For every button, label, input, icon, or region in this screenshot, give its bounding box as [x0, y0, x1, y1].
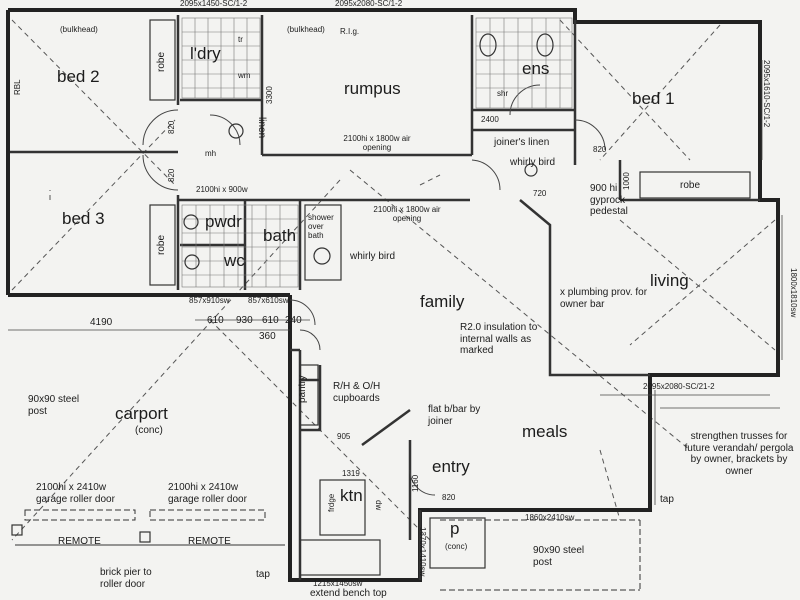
room-label-wc: wc	[224, 251, 245, 270]
joiners-linen-label: joiner's linen	[494, 137, 550, 148]
rig-label: R.I.g.	[340, 27, 360, 36]
room-label-carport: carport	[115, 404, 168, 423]
room-label-family: family	[420, 292, 465, 311]
laundry-tub-label: tr	[238, 35, 243, 44]
dim-4190: 4190	[90, 317, 113, 328]
carport-surface-label: (conc)	[135, 425, 163, 436]
room-label-kitchen: ktn	[340, 486, 363, 505]
manhole-label: mh	[205, 149, 217, 158]
porch-surface-label: (conc)	[445, 542, 468, 551]
whirly-bird-note-2: whirly bird	[350, 251, 396, 262]
steel-post-note-left: 90x90 steel post	[28, 394, 80, 417]
window-callout-bed1: 2095x1610-SC/1-2	[762, 60, 771, 128]
air-opening-note-family: 2100hi x 1800w air opening	[373, 205, 441, 223]
window-callout-top-1: 2095x1450-SC/1-2	[180, 0, 248, 8]
remote-label-2: REMOTE	[188, 536, 231, 547]
tap-note-left: tap	[256, 569, 270, 580]
garage-door-note-1: 2100hi x 2410w garage roller door	[36, 482, 115, 505]
dim-610-a: 610	[207, 315, 224, 326]
bulkhead-label-right: (bulkhead)	[287, 25, 325, 34]
tile-grids	[181, 17, 573, 288]
insulation-note: R2.0 insulation to internal walls as mar…	[460, 322, 538, 356]
window-callout-living: 2095x2080-SC/21-2	[643, 382, 715, 391]
dim-1000: 1000	[622, 172, 631, 190]
remote-label-1: REMOTE	[58, 536, 101, 547]
robe-label-bed2: robe	[156, 51, 167, 72]
whirly-bird-note-1: whirly bird	[510, 157, 556, 168]
dim-930: 930	[236, 315, 253, 326]
flat-bar-note: flat b/bar by joiner	[428, 404, 481, 427]
window-callout-bed3: 857x910sw	[189, 296, 230, 305]
room-label-meals: meals	[522, 422, 568, 441]
bulkhead-label-left: (bulkhead)	[60, 25, 98, 34]
dim-360: 360	[259, 331, 276, 342]
room-label-powder: pwdr	[205, 212, 242, 231]
window-callout-top-2: 2095x2080-SC/1-2	[335, 0, 403, 8]
room-label-porch: p	[450, 519, 460, 538]
dim-1319: 1319	[342, 469, 360, 478]
dim-2400: 2400	[481, 115, 499, 124]
room-label-bed2: bed 2	[57, 67, 100, 86]
washing-machine-label: wm	[238, 71, 251, 80]
strengthen-trusses-note: strengthen trusses for future verandah/ …	[684, 431, 794, 477]
robe-label-bed3: robe	[156, 234, 167, 255]
fridge-label: frdge	[327, 493, 336, 512]
robe-label-bed1: robe	[680, 180, 701, 191]
room-label-bath: bath	[263, 226, 297, 245]
garage-door-lines	[15, 509, 641, 591]
window-callout-kitchen: 1215x1450sw	[313, 579, 363, 588]
rbl-label: RBL	[13, 79, 22, 95]
dim-3300: 3300	[265, 86, 274, 104]
dim-820-d: 820	[442, 493, 456, 502]
window-callout-bath: 857x610sw	[248, 296, 289, 305]
fixture-outlines	[11, 19, 751, 576]
window-callout-porch: 1370x1410sw	[418, 527, 427, 577]
window-callout-right-edge: 1800x1810sw	[789, 268, 798, 318]
linen-label: linen	[256, 117, 267, 139]
shower-over-bath-label: shower over bath	[308, 213, 334, 240]
room-label-entry: entry	[432, 457, 470, 476]
gyprock-pedestal-note: 900 hi gyprock pedestal	[590, 183, 628, 217]
room-label-bed1: bed 1	[632, 89, 675, 108]
room-label-laundry: l'dry	[190, 44, 221, 63]
dim-610-b: 610	[262, 315, 279, 326]
window-callout-meals: 1860x2410sw	[525, 513, 575, 522]
door-swings	[142, 84, 606, 496]
air-opening-note-hall: 2100hi x 900w	[196, 185, 248, 194]
room-label-rumpus: rumpus	[344, 79, 401, 98]
dim-820-b: 820	[167, 168, 176, 182]
cupboards-note: R/H & O/H cupboards	[333, 381, 381, 404]
interior-walls	[10, 15, 760, 580]
plumbing-note: x plumbing prov. for owner bar	[560, 287, 648, 310]
pantry-label: pantry	[297, 375, 308, 403]
tap-note-right: tap	[660, 494, 674, 505]
dim-720: 720	[533, 189, 547, 198]
dim-905: 905	[337, 432, 351, 441]
room-label-living: living	[650, 271, 689, 290]
steel-post-note-right: 90x90 steel post	[533, 545, 585, 568]
dimension-lines	[8, 60, 783, 505]
dim-240: 240	[285, 315, 302, 326]
extend-bench-note: extend bench top	[310, 588, 387, 599]
garage-door-note-2: 2100hi x 2410w garage roller door	[168, 482, 247, 505]
dim-820-c: 820	[593, 145, 607, 154]
room-label-bed3: bed 3	[62, 209, 105, 228]
shower-label: shr	[497, 89, 509, 98]
room-label-ensuite: ens	[522, 59, 550, 78]
air-opening-note-rumpus: 2100hi x 1800w air opening	[343, 134, 411, 152]
dim-1160: 1160	[411, 474, 420, 492]
dishwasher-label: dw	[374, 500, 383, 511]
dim-820-a: 820	[167, 120, 176, 134]
brick-pier-note: brick pier to roller door	[100, 567, 152, 590]
